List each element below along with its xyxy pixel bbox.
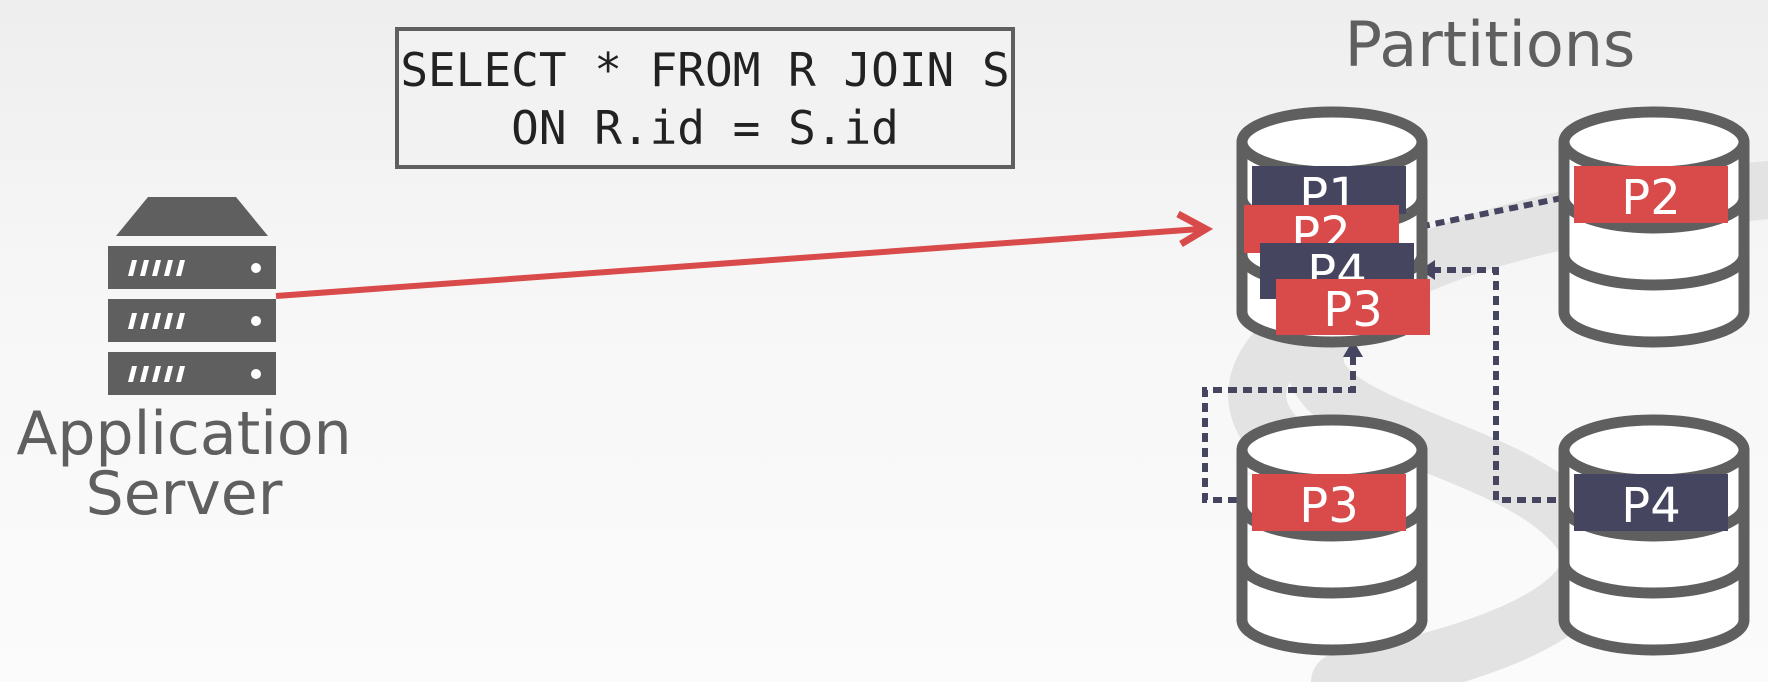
partitions-title: Partitions — [1345, 8, 1636, 81]
svg-text:P3: P3 — [1299, 478, 1358, 534]
sql-query-line-1: SELECT * FROM R JOIN S — [400, 43, 1009, 97]
svg-text:P3: P3 — [1323, 282, 1382, 338]
query-arrow — [275, 210, 1214, 299]
sql-query-box: SELECT * FROM R JOIN S ON R.id = S.id — [395, 27, 1015, 169]
app-server-label-line-1: Application — [16, 399, 351, 469]
sql-query-line-2: ON R.id = S.id — [511, 101, 899, 155]
transfer-arrow-p4 — [1432, 267, 1571, 503]
database-node-bottom-right-icon — [1564, 420, 1744, 650]
app-server-label-line-2: Server — [86, 459, 283, 529]
partition-label-bottom-left: P3 — [1252, 474, 1406, 534]
transfer-arrows — [1202, 195, 1571, 503]
database-node-bottom-left-icon — [1242, 420, 1422, 650]
stacked-partition-p3: P3 — [1276, 279, 1430, 338]
svg-text:P2: P2 — [1621, 170, 1680, 226]
transfer-arrow-p2 — [1413, 195, 1563, 231]
partition-label-top-right: P2 — [1574, 166, 1728, 226]
svg-text:P4: P4 — [1621, 478, 1680, 534]
transfer-arrow-p3 — [1202, 355, 1356, 503]
server-icon — [108, 197, 276, 395]
database-node-top-right-icon — [1564, 112, 1744, 342]
partition-label-bottom-right: P4 — [1574, 474, 1728, 534]
